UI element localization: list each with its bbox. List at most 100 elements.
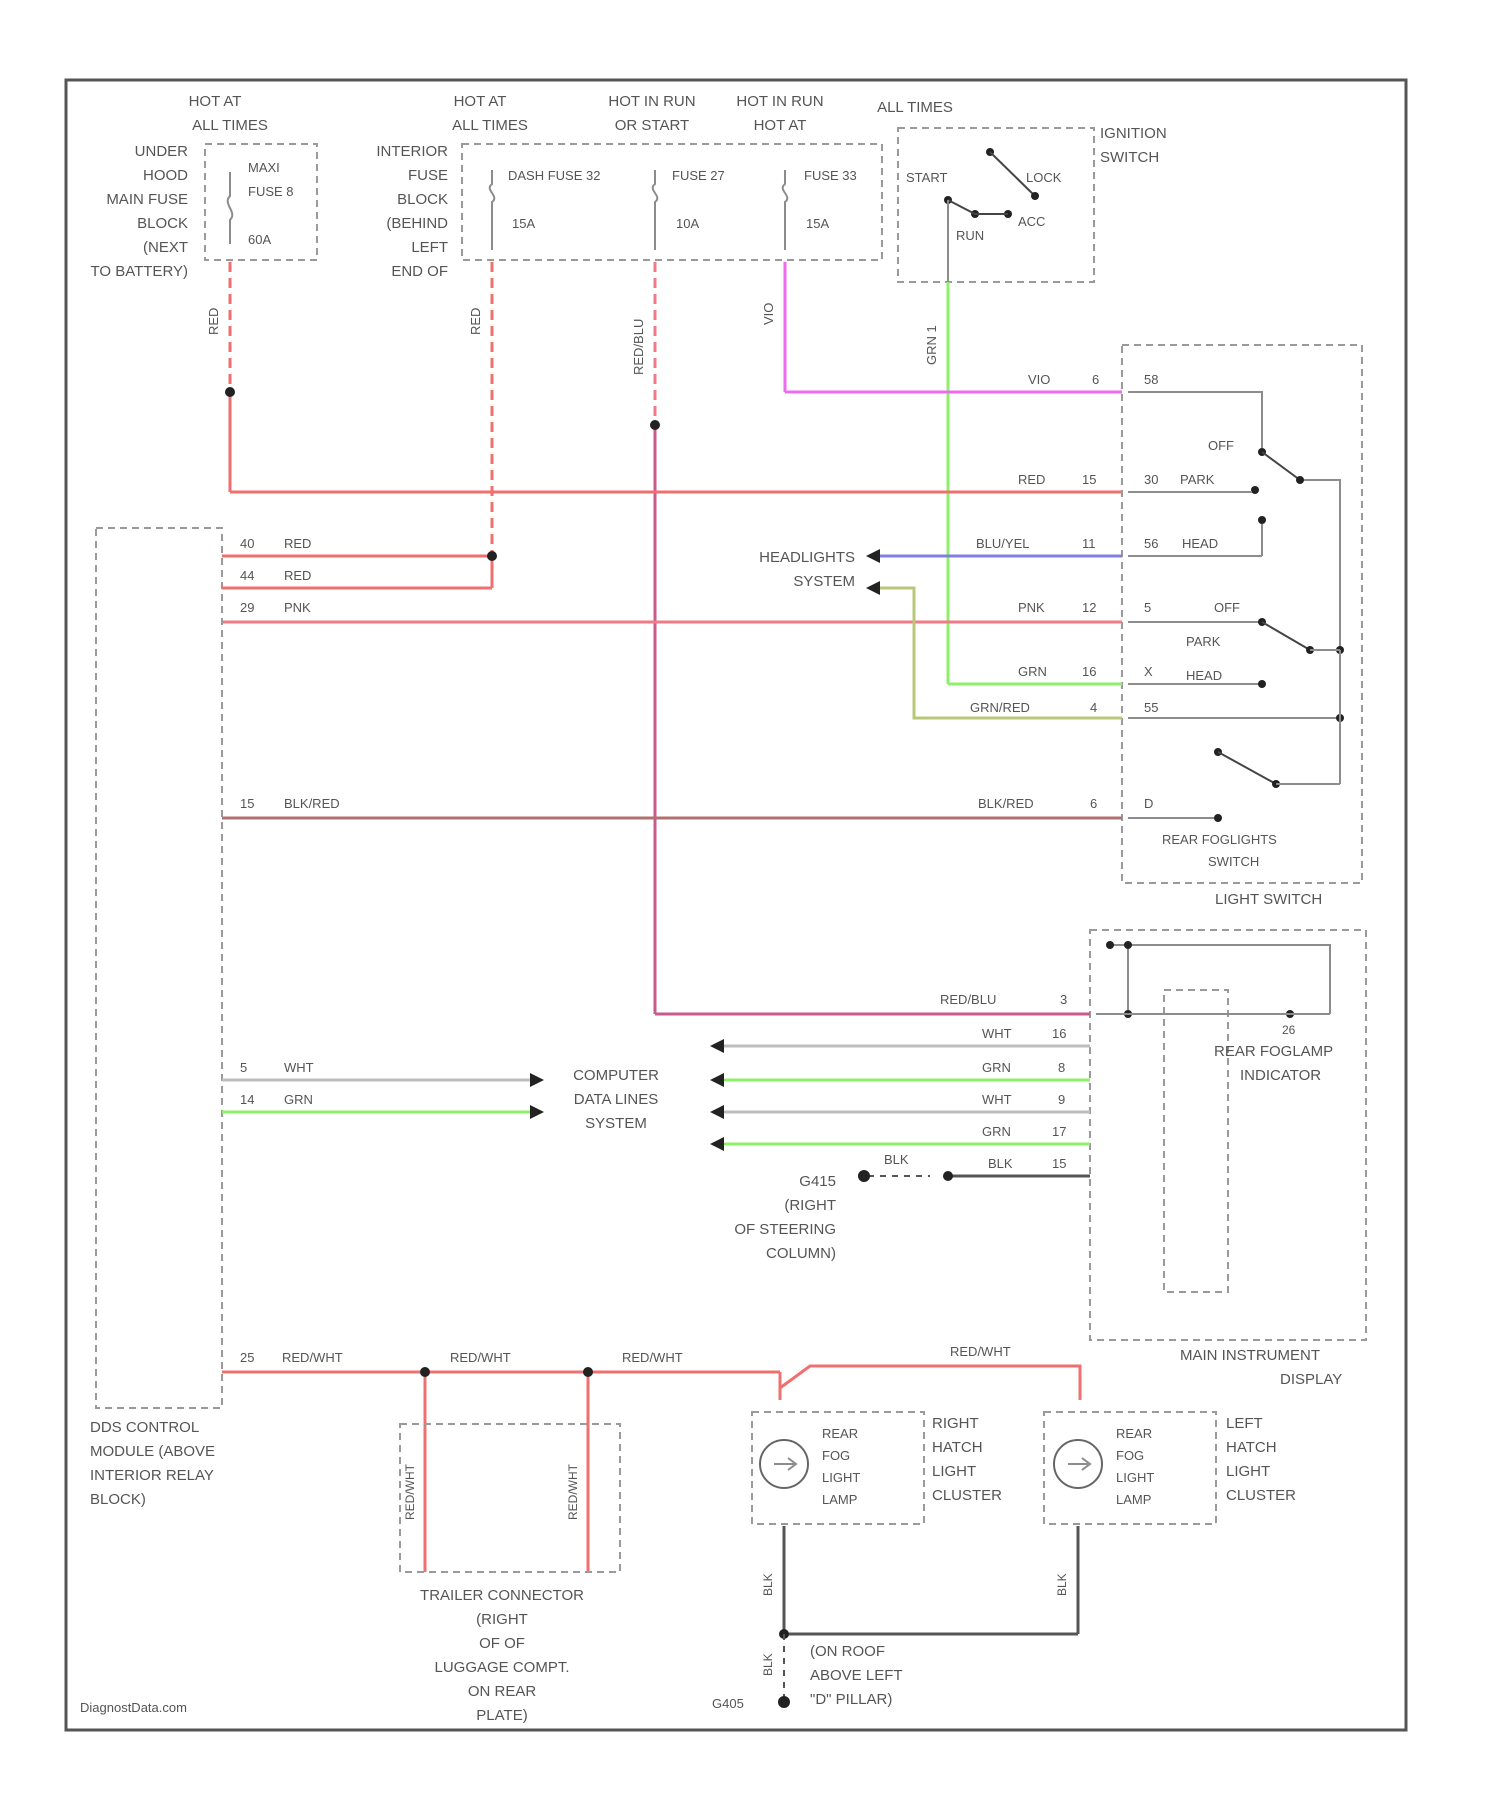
left-cluster-1: HATCH [1226,1439,1277,1456]
ls-pin-red: 15 [1082,472,1096,487]
dds-wire-15: BLK/RED [284,796,340,811]
rear-gnd-wire-1: BLK [761,1573,775,1596]
ls-wire-vio: VIO [1028,372,1050,387]
inst-wire-blk-a: BLK [884,1152,909,1167]
ground-g415-1: (RIGHT [784,1197,836,1214]
right-lamp-3: LAMP [822,1492,857,1507]
interior-label-0: INTERIOR [376,143,448,160]
right-lamp-2: LIGHT [822,1470,860,1485]
rear-fog-switch-1: SWITCH [1208,854,1259,869]
ls-head-2: HEAD [1186,668,1222,683]
ground-roof-1: ABOVE LEFT [810,1667,903,1684]
dds-pin-5: 5 [240,1060,247,1075]
indicator-pin: 26 [1282,1023,1296,1037]
inst-wire-wht-2: WHT [982,1092,1012,1107]
inst-wire-grn-1: GRN [982,1060,1011,1075]
rear-wire-v2: RED/WHT [566,1463,580,1520]
trailer-connector-labels: TRAILER CONNECTOR (RIGHT OF OF LUGGAGE C… [420,1587,584,1724]
inst-pin-17: 17 [1052,1124,1066,1139]
fuse-8-name: MAXI [248,160,280,175]
hot-label-4a: HOT IN RUN [736,93,823,110]
wire-label-grn-ign: GRN 1 [924,325,939,365]
trailer-3: LUGGAGE COMPT. [434,1659,569,1676]
hot-label-2a: HOT AT [454,93,507,110]
fuse-27-name: FUSE 27 [672,168,725,183]
interior-label-1: FUSE [408,167,448,184]
ls-wire-grnred: GRN/RED [970,700,1030,715]
dds-title-2: INTERIOR RELAY [90,1467,214,1484]
ignition-title-1: SWITCH [1100,149,1159,166]
fuse-27-rating: 10A [676,216,699,231]
ground-roof-2: "D" PILLAR) [810,1691,892,1708]
rear-ground: BLK BLK BLK G405 (ON ROOF ABOVE LEFT "D"… [712,1526,1078,1711]
left-cluster-2: LIGHT [1226,1463,1270,1480]
hot-label-3b: OR START [615,117,689,134]
dds-title-0: DDS CONTROL [90,1419,199,1436]
hot-label-5: ALL TIMES [877,99,953,116]
fuse-33-symbol [783,170,788,250]
ls-term-d: D [1144,796,1153,811]
wire-label-red-2: RED [468,308,483,335]
ls-park-1: PARK [1180,472,1215,487]
ls-term-58: 58 [1144,372,1158,387]
ls-term-5: 5 [1144,600,1151,615]
underhood-label-3: BLOCK [137,215,188,232]
ground-g415-3: COLUMN) [766,1245,836,1262]
inst-wire-wht-1: WHT [982,1026,1012,1041]
right-lamp-1: FOG [822,1448,850,1463]
trailer-1: (RIGHT [476,1611,528,1628]
fuse-33-rating: 15A [806,216,829,231]
left-lamp-0: REAR [1116,1426,1152,1441]
rear-wire-1: RED/WHT [450,1350,511,1365]
ls-term-30: 30 [1144,472,1158,487]
underhood-label-0: UNDER [135,143,189,160]
ls-wire-blkred: BLK/RED [978,796,1034,811]
right-cluster-1: HATCH [932,1439,983,1456]
ground-g415-0: G415 [799,1173,836,1190]
interior-fuse-block-label: INTERIOR FUSE BLOCK (BEHIND LEFT END OF [376,143,448,280]
hot-label-1a: HOT AT [189,93,242,110]
inst-pin-15: 15 [1052,1156,1066,1171]
left-lamp-3: LAMP [1116,1492,1151,1507]
trailer-4: ON REAR [468,1683,537,1700]
hot-label-1b: ALL TIMES [192,117,268,134]
inst-pin-9: 9 [1058,1092,1065,1107]
rear-wire-3: RED/WHT [950,1344,1011,1359]
dds-wire-40: RED [284,536,311,551]
ground-g405: G405 [712,1696,744,1711]
ls-wire-red: RED [1018,472,1045,487]
light-switch-internals: OFF PARK HEAD OFF PARK HEAD REAR FOGLIGH… [1128,392,1344,869]
dds-title-3: BLOCK) [90,1491,146,1508]
light-switch-box [1122,345,1362,883]
fuse-32-rating: 15A [512,216,535,231]
ground-g415-2: OF STEERING [734,1221,836,1238]
rear-pin-25: 25 [240,1350,254,1365]
ls-term-x: X [1144,664,1153,679]
fuse-8-symbol [228,172,233,244]
interior-label-5: END OF [391,263,448,280]
ls-term-55: 55 [1144,700,1158,715]
ignition-pos-start: START [906,170,947,185]
inst-pin-8: 8 [1058,1060,1065,1075]
ls-pin-bluyel: 11 [1082,536,1096,551]
underhood-label-5: TO BATTERY) [90,263,188,280]
dds-wire-29: PNK [284,600,311,615]
ls-off-1: OFF [1208,438,1234,453]
rear-wiring: 25 RED/WHT RED/WHT RED/WHT RED/WHT RED/W… [222,1344,1080,1572]
wire-label-red-1: RED [206,308,221,335]
ls-head-1: HEAD [1182,536,1218,551]
interior-fuse-box [462,144,882,260]
indicator-title-1: INDICATOR [1240,1067,1321,1084]
dds-wire-44: RED [284,568,311,583]
headlights-system-1: SYSTEM [793,573,855,590]
inst-wire-redblu: RED/BLU [940,992,996,1007]
ls-wire-pnk: PNK [1018,600,1045,615]
ls-off-2: OFF [1214,600,1240,615]
underhood-label-2: MAIN FUSE [106,191,188,208]
underhood-label-4: (NEXT [143,239,188,256]
diagram-frame [66,80,1406,1730]
fuse-32-symbol [490,170,495,250]
ls-wire-grn: GRN [1018,664,1047,679]
rear-foglamp-indicator-box [1164,990,1228,1292]
